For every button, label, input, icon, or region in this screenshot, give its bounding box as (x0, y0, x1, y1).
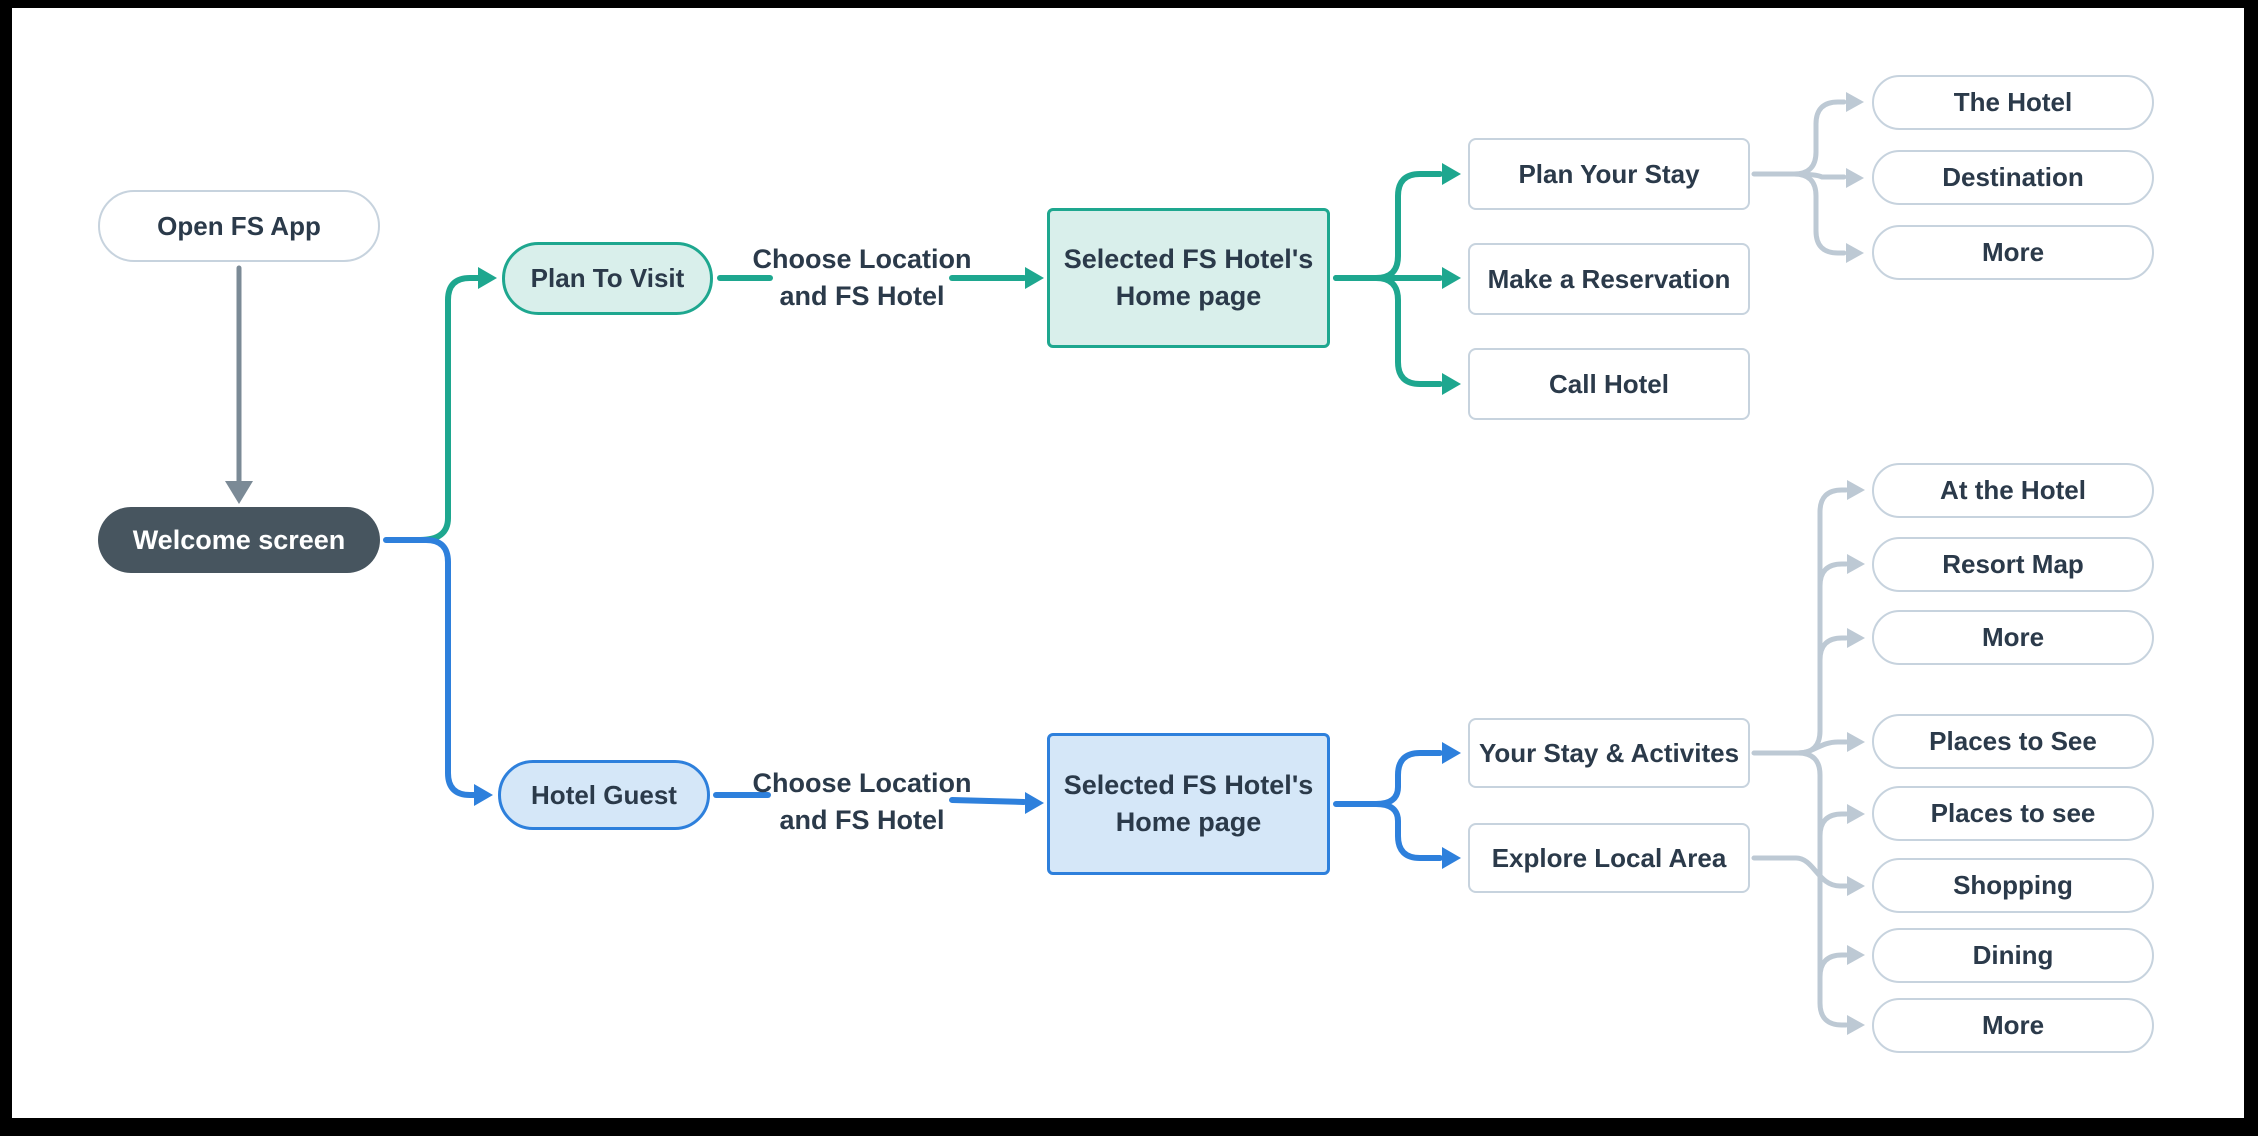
node-open-fs-app: Open FS App (98, 190, 380, 262)
node-text-line: Selected FS Hotel's (1063, 770, 1314, 800)
node-your-stay-activites: Your Stay & Activites (1468, 718, 1750, 788)
edge-label-line: Choose Location (752, 244, 972, 274)
connector-trunk-down (1795, 750, 1865, 1035)
connector-home-to-make-reservation (1333, 267, 1461, 289)
connector-home-to-your-stay (1333, 742, 1461, 807)
node-make-a-reservation: Make a Reservation (1468, 243, 1750, 315)
connector-hotel-guest-to-home (713, 792, 1044, 814)
connector-branch-resort-map (1817, 554, 1865, 589)
node-more-top: More (1872, 225, 2154, 280)
node-more-bottom: More (1872, 998, 2154, 1053)
node-home-page-top: Selected FS Hotel's Home page (1047, 208, 1330, 348)
connector-open-to-welcome (225, 265, 253, 504)
node-explore-local-area: Explore Local Area (1468, 823, 1750, 893)
connector-branch-places-to-see-low (1817, 804, 1865, 839)
node-places-to-see-lower: Places to see (1872, 786, 2154, 841)
node-text-line: Home page (1115, 807, 1262, 837)
node-at-the-hotel: At the Hotel (1872, 463, 2154, 518)
node-text-line: Home page (1115, 281, 1262, 311)
node-shopping: Shopping (1872, 858, 2154, 913)
node-the-hotel: The Hotel (1872, 75, 2154, 130)
edge-label-choose-location-bottom: Choose Location and FS Hotel (752, 766, 972, 838)
node-welcome-screen: Welcome screen (98, 507, 380, 573)
connector-welcome-to-plan-to-visit (417, 267, 497, 543)
connector-home-to-call-hotel (1373, 275, 1461, 395)
edge-label-line: and FS Hotel (779, 281, 945, 311)
connector-plan-your-stay-to-the-hotel (1751, 92, 1864, 177)
node-home-page-bottom: Selected FS Hotel's Home page (1047, 733, 1330, 875)
connector-plan-your-stay-to-more (1791, 171, 1864, 263)
node-text-line: Selected FS Hotel's (1063, 244, 1314, 274)
node-dining: Dining (1872, 928, 2154, 983)
node-plan-your-stay: Plan Your Stay (1468, 138, 1750, 210)
node-plan-to-visit: Plan To Visit (502, 242, 713, 315)
connector-plan-to-visit-to-home (717, 267, 1044, 289)
node-hotel-guest: Hotel Guest (498, 760, 710, 830)
edge-label-line: Choose Location (752, 768, 972, 798)
connector-explore-to-shopping (1751, 855, 1865, 896)
node-resort-map: Resort Map (1872, 537, 2154, 592)
connector-home-to-plan-your-stay (1333, 163, 1461, 281)
connector-branch-dining (1817, 945, 1865, 980)
connector-branch-more-mid (1817, 628, 1865, 663)
connector-welcome-to-hotel-guest (383, 537, 493, 806)
node-places-to-see-capital: Places to See (1872, 714, 2154, 769)
connector-your-stay-trunk-up (1751, 480, 1865, 756)
connector-home-to-explore (1373, 801, 1461, 869)
node-call-hotel: Call Hotel (1468, 348, 1750, 420)
node-destination: Destination (1872, 150, 2154, 205)
node-more-mid: More (1872, 610, 2154, 665)
edge-label-choose-location-top: Choose Location and FS Hotel (752, 242, 972, 314)
edge-label-line: and FS Hotel (779, 805, 945, 835)
connector-branch-places-to-see-cap (1795, 732, 1865, 756)
